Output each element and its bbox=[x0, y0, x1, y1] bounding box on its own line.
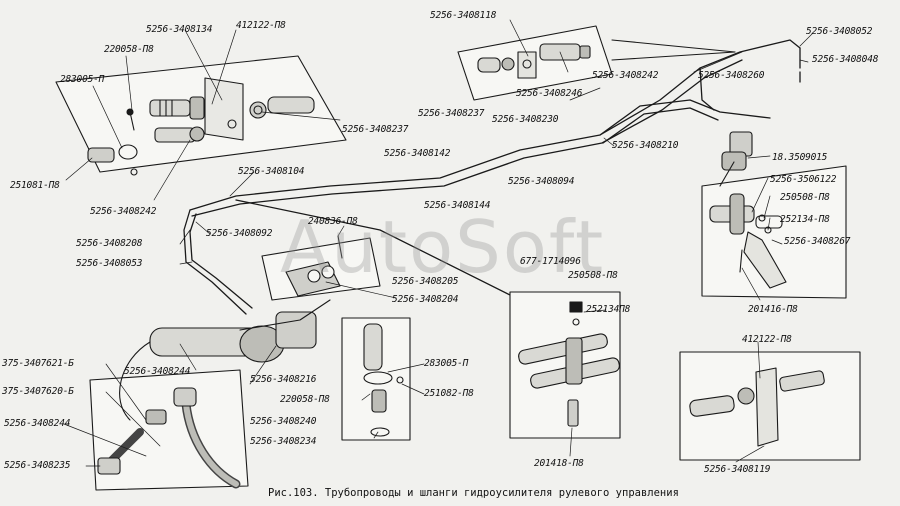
label-5256-3408237-b: 5256-3408237 bbox=[418, 108, 485, 119]
label-201418-p8: 201418-П8 bbox=[534, 458, 584, 469]
watermark: AutoSoft bbox=[280, 205, 606, 289]
label-250508-p8-b: 250508-П8 bbox=[568, 270, 618, 281]
label-5256-3408048: 5256-3408048 bbox=[812, 54, 879, 65]
label-240836-p8: 240836-П8 bbox=[308, 216, 358, 227]
label-5256-3408208: 5256-3408208 bbox=[76, 238, 143, 249]
label-5256-3506122: 5256-3506122 bbox=[770, 174, 837, 185]
inset-block bbox=[261, 235, 381, 301]
label-252134-p8-a: 252134-П8 bbox=[780, 214, 830, 225]
inset-top-center bbox=[457, 25, 736, 101]
label-5256-3408234: 5256-3408234 bbox=[250, 436, 317, 447]
label-5256-3408267: 5256-3408267 bbox=[784, 236, 851, 247]
label-18-3509015: 18.3509015 bbox=[772, 152, 828, 163]
label-5256-3408216: 5256-3408216 bbox=[250, 374, 317, 385]
label-5256-3408104: 5256-3408104 bbox=[238, 166, 305, 177]
label-5256-3408134: 5256-3408134 bbox=[146, 24, 213, 35]
label-5256-3408142: 5256-3408142 bbox=[384, 148, 451, 159]
label-220058-p8-top: 220058-П8 bbox=[104, 44, 154, 55]
label-5256-3408244-a: 5256-3408244 bbox=[124, 366, 191, 377]
figure-caption: Рис.103. Трубопроводы и шланги гидроусил… bbox=[268, 487, 679, 499]
leader-lines bbox=[63, 19, 813, 467]
label-5256-3408260: 5256-3408260 bbox=[698, 70, 765, 81]
label-251082-p8: 251082-П8 bbox=[424, 388, 474, 399]
label-5256-3408240: 5256-3408240 bbox=[250, 416, 317, 427]
label-251081-p8: 251081-П8 bbox=[10, 180, 60, 191]
label-5256-3408210: 5256-3408210 bbox=[612, 140, 679, 151]
label-412122-p8-top: 412122-П8 bbox=[236, 20, 286, 31]
label-5256-3408230: 5256-3408230 bbox=[492, 114, 559, 125]
label-283005-p-mid: 283005-П bbox=[424, 358, 469, 369]
label-250508-p8-a: 250508-П8 bbox=[780, 192, 830, 203]
inset-bottom-right bbox=[679, 351, 861, 461]
inset-top-left bbox=[55, 55, 347, 176]
label-5256-3408204: 5256-3408204 bbox=[392, 294, 459, 305]
label-5256-3408052: 5256-3408052 bbox=[806, 26, 873, 37]
label-5256-3408244-b: 5256-3408244 bbox=[4, 418, 71, 429]
label-375-3407620-b: 375-3407620-Б bbox=[2, 386, 74, 397]
label-677-1714096: 677-1714096 bbox=[520, 256, 581, 267]
label-5256-3408118: 5256-3408118 bbox=[430, 10, 497, 21]
inset-center-bottom bbox=[341, 317, 411, 441]
label-220058-p8-mid: 220058-П8 bbox=[280, 394, 330, 405]
label-5256-3408237-a: 5256-3408237 bbox=[342, 124, 409, 135]
label-5256-3408053: 5256-3408053 bbox=[76, 258, 143, 269]
label-5256-3408246: 5256-3408246 bbox=[516, 88, 583, 99]
steering-unit bbox=[119, 299, 331, 421]
label-5256-3408094: 5256-3408094 bbox=[508, 176, 575, 187]
label-252134-p8-b: 252134П8 bbox=[586, 304, 631, 315]
label-283005-p-top: 283005-П bbox=[60, 74, 105, 85]
inset-right-mid bbox=[701, 131, 847, 299]
label-201416-p8-a: 201416-П8 bbox=[748, 304, 798, 315]
label-5256-3408144: 5256-3408144 bbox=[424, 200, 491, 211]
label-5256-3408235: 5256-3408235 bbox=[4, 460, 71, 471]
label-5256-3408242-a: 5256-3408242 bbox=[90, 206, 157, 217]
label-375-3407621-b: 375-3407621-Б bbox=[2, 358, 74, 369]
label-5256-3408092: 5256-3408092 bbox=[206, 228, 273, 239]
label-412122-p8-right: 412122-П8 bbox=[742, 334, 792, 345]
pipe-runs bbox=[183, 39, 801, 315]
label-5256-3408242-b: 5256-3408242 bbox=[592, 70, 659, 81]
label-5256-3408119: 5256-3408119 bbox=[704, 464, 771, 475]
label-5256-3408205: 5256-3408205 bbox=[392, 276, 459, 287]
inset-bottom-left bbox=[89, 369, 249, 491]
inset-center-right bbox=[509, 291, 621, 439]
